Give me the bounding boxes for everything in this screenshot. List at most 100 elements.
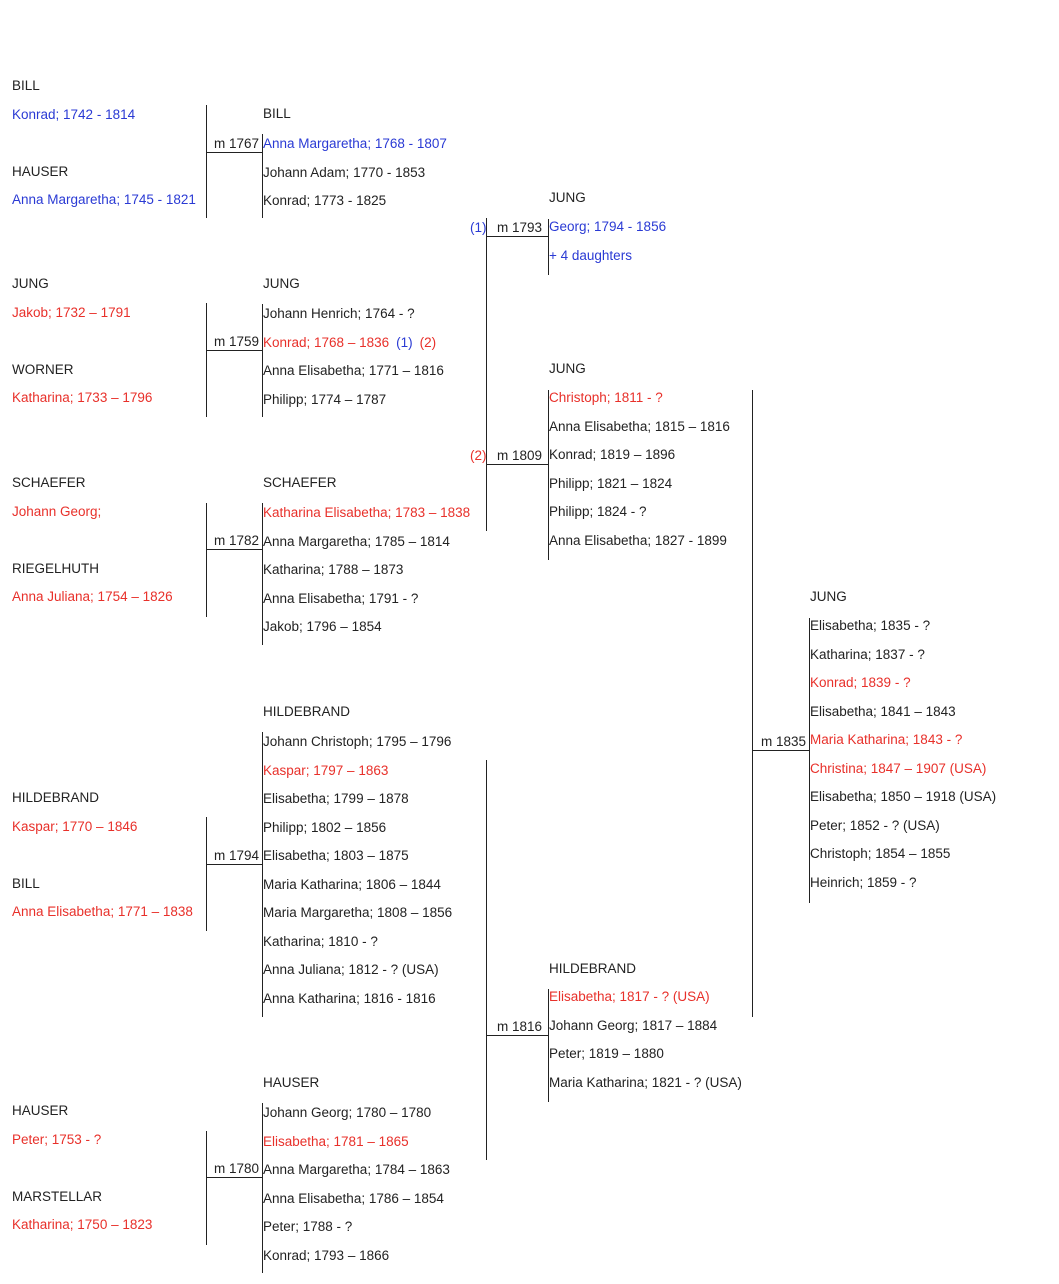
child-name: Philipp; 1802 – 1856	[263, 819, 387, 835]
marriage-connector	[752, 750, 810, 751]
children-bracket	[809, 618, 810, 903]
husband-name: Kaspar; 1770 – 1846	[12, 818, 138, 834]
child-name: Anna Margaretha; 1784 – 1863	[263, 1162, 450, 1177]
child-name: Anna Margaretha; 1785 – 1814	[263, 533, 450, 549]
husband-name: Johann Georg;	[12, 503, 102, 519]
child-name: Maria Katharina; 1806 – 1844	[263, 876, 441, 892]
child-name: Konrad; 1819 – 1896	[549, 447, 676, 462]
parents-bracket	[206, 105, 207, 218]
children-bracket	[262, 732, 263, 1017]
husband-surname: HILDEBRAND	[12, 790, 100, 805]
children-bracket	[548, 390, 549, 560]
children-surname: HILDEBRAND	[549, 961, 637, 976]
marriage-connector	[486, 1035, 549, 1036]
spouse-bracket-kaspar-hauser	[486, 760, 487, 1160]
child-name: Christoph; 1811 - ?	[549, 390, 663, 405]
marriage-connector	[206, 1177, 263, 1178]
wife-name: Anna Margaretha; 1745 - 1821	[12, 192, 196, 207]
marriage-marker: (1)	[470, 220, 487, 235]
child-name: Konrad; 1773 - 1825	[263, 193, 387, 208]
marriage-connector	[206, 350, 263, 351]
spouse-bracket-christoph-elisabetha	[752, 390, 753, 1017]
child-name: Anna Elisabetha; 1786 – 1854	[263, 1190, 444, 1206]
marriage-connector	[206, 549, 263, 550]
marriage-label: m 1809	[497, 448, 543, 463]
parents-bracket	[206, 817, 207, 931]
child-name: Kaspar; 1797 – 1863	[263, 762, 389, 778]
child-name: Anna Katharina; 1816 - 1816	[263, 990, 436, 1006]
children-surname: HAUSER	[263, 1075, 320, 1090]
marriage-connector	[206, 152, 263, 153]
marriage-marker-2: (2)	[419, 334, 437, 350]
children-bracket	[262, 1103, 263, 1273]
child-name: Peter; 1788 - ?	[263, 1219, 353, 1234]
marriage-label: m 1816	[497, 1019, 543, 1034]
child-name: Elisabetha; 1803 – 1875	[263, 848, 409, 863]
child-name: Christoph; 1854 – 1855	[810, 846, 951, 861]
husband-surname: BILL	[12, 78, 40, 93]
child-name: Jakob; 1796 – 1854	[263, 619, 382, 634]
marriage-marker-1: (1)	[396, 334, 413, 350]
marriage-connector	[206, 864, 263, 865]
child-name: Konrad; 1768 – 1836(1)(2)	[263, 334, 437, 350]
wife-surname: RIEGELHUTH	[12, 560, 100, 576]
husband-name: Jakob; 1732 – 1791	[12, 304, 131, 320]
marriage-label: m 1759	[214, 334, 260, 349]
children-bracket	[548, 219, 549, 275]
child-name: Johann Georg; 1780 – 1780	[263, 1105, 432, 1120]
child-name: Anna Elisabetha; 1827 - 1899	[549, 532, 727, 548]
husband-name: Konrad; 1742 - 1814	[12, 106, 136, 122]
children-bracket	[262, 304, 263, 417]
child-name: Konrad; 1793 – 1866	[263, 1247, 390, 1263]
child-name: Anna Margaretha; 1768 - 1807	[263, 136, 447, 151]
child-name: Katharina; 1810 - ?	[263, 933, 378, 949]
children-surname: JUNG	[549, 190, 586, 205]
child-name: Philipp; 1821 – 1824	[549, 475, 673, 491]
marriage-label: m 1835	[761, 734, 807, 749]
wife-name: Katharina; 1750 – 1823	[12, 1217, 153, 1232]
child-name: Elisabetha; 1817 - ? (USA)	[549, 989, 710, 1004]
marriage-label: m 1782	[214, 533, 260, 548]
wife-name: Anna Elisabetha; 1771 – 1838	[12, 904, 193, 919]
child-name: + 4 daughters	[549, 247, 632, 263]
child-name: Elisabetha; 1799 – 1878	[263, 791, 409, 806]
marriage-label: m 1794	[214, 848, 260, 863]
children-surname: BILL	[263, 106, 291, 121]
child-name: Philipp; 1824 - ?	[549, 504, 647, 519]
marriage-label: m 1780	[214, 1161, 260, 1176]
parents-bracket	[206, 503, 207, 617]
child-name: Anna Elisabetha; 1791 - ?	[263, 590, 419, 606]
child-name: Maria Katharina; 1821 - ? (USA)	[549, 1074, 742, 1090]
marriage-connector	[486, 464, 549, 465]
children-bracket	[262, 503, 263, 645]
parents-bracket	[206, 303, 207, 417]
husband-name: Peter; 1753 - ?	[12, 1131, 102, 1147]
marriage-label: m 1767	[214, 136, 260, 151]
spouse-bracket-konrad-jung	[486, 218, 487, 531]
child-name: Katharina; 1788 – 1873	[263, 562, 404, 577]
child-name: Maria Katharina; 1843 - ?	[810, 732, 963, 747]
child-name: Johann Henrich; 1764 - ?	[263, 306, 415, 321]
children-bracket	[548, 989, 549, 1102]
child-name: Philipp; 1774 – 1787	[263, 391, 387, 407]
husband-surname: SCHAEFER	[12, 475, 86, 490]
wife-surname: HAUSER	[12, 163, 69, 179]
child-name: Georg; 1794 - 1856	[549, 219, 667, 234]
children-surname: JUNG	[263, 276, 300, 291]
marriage-label: m 1793	[497, 220, 543, 235]
wife-name: Anna Juliana; 1754 – 1826	[12, 589, 173, 604]
child-name: Anna Elisabetha; 1771 – 1816	[263, 363, 444, 378]
child-name: Elisabetha; 1841 – 1843	[810, 703, 956, 719]
child-name: Elisabetha; 1850 – 1918 (USA)	[810, 789, 997, 804]
child-name: Konrad; 1839 - ?	[810, 675, 911, 690]
child-name: Katharina Elisabetha; 1783 – 1838	[263, 505, 471, 520]
child-name: Heinrich; 1859 - ?	[810, 874, 917, 890]
child-name: Peter; 1852 - ? (USA)	[810, 817, 940, 833]
wife-surname: MARSTELLAR	[12, 1188, 103, 1204]
child-name: Johann Adam; 1770 - 1853	[263, 164, 426, 180]
child-name: Katharina; 1837 - ?	[810, 646, 925, 662]
children-surname: JUNG	[549, 361, 586, 376]
wife-surname: BILL	[12, 875, 40, 891]
child-name: Johann Christoph; 1795 – 1796	[263, 734, 452, 749]
child-name: Elisabetha; 1781 – 1865	[263, 1133, 409, 1149]
